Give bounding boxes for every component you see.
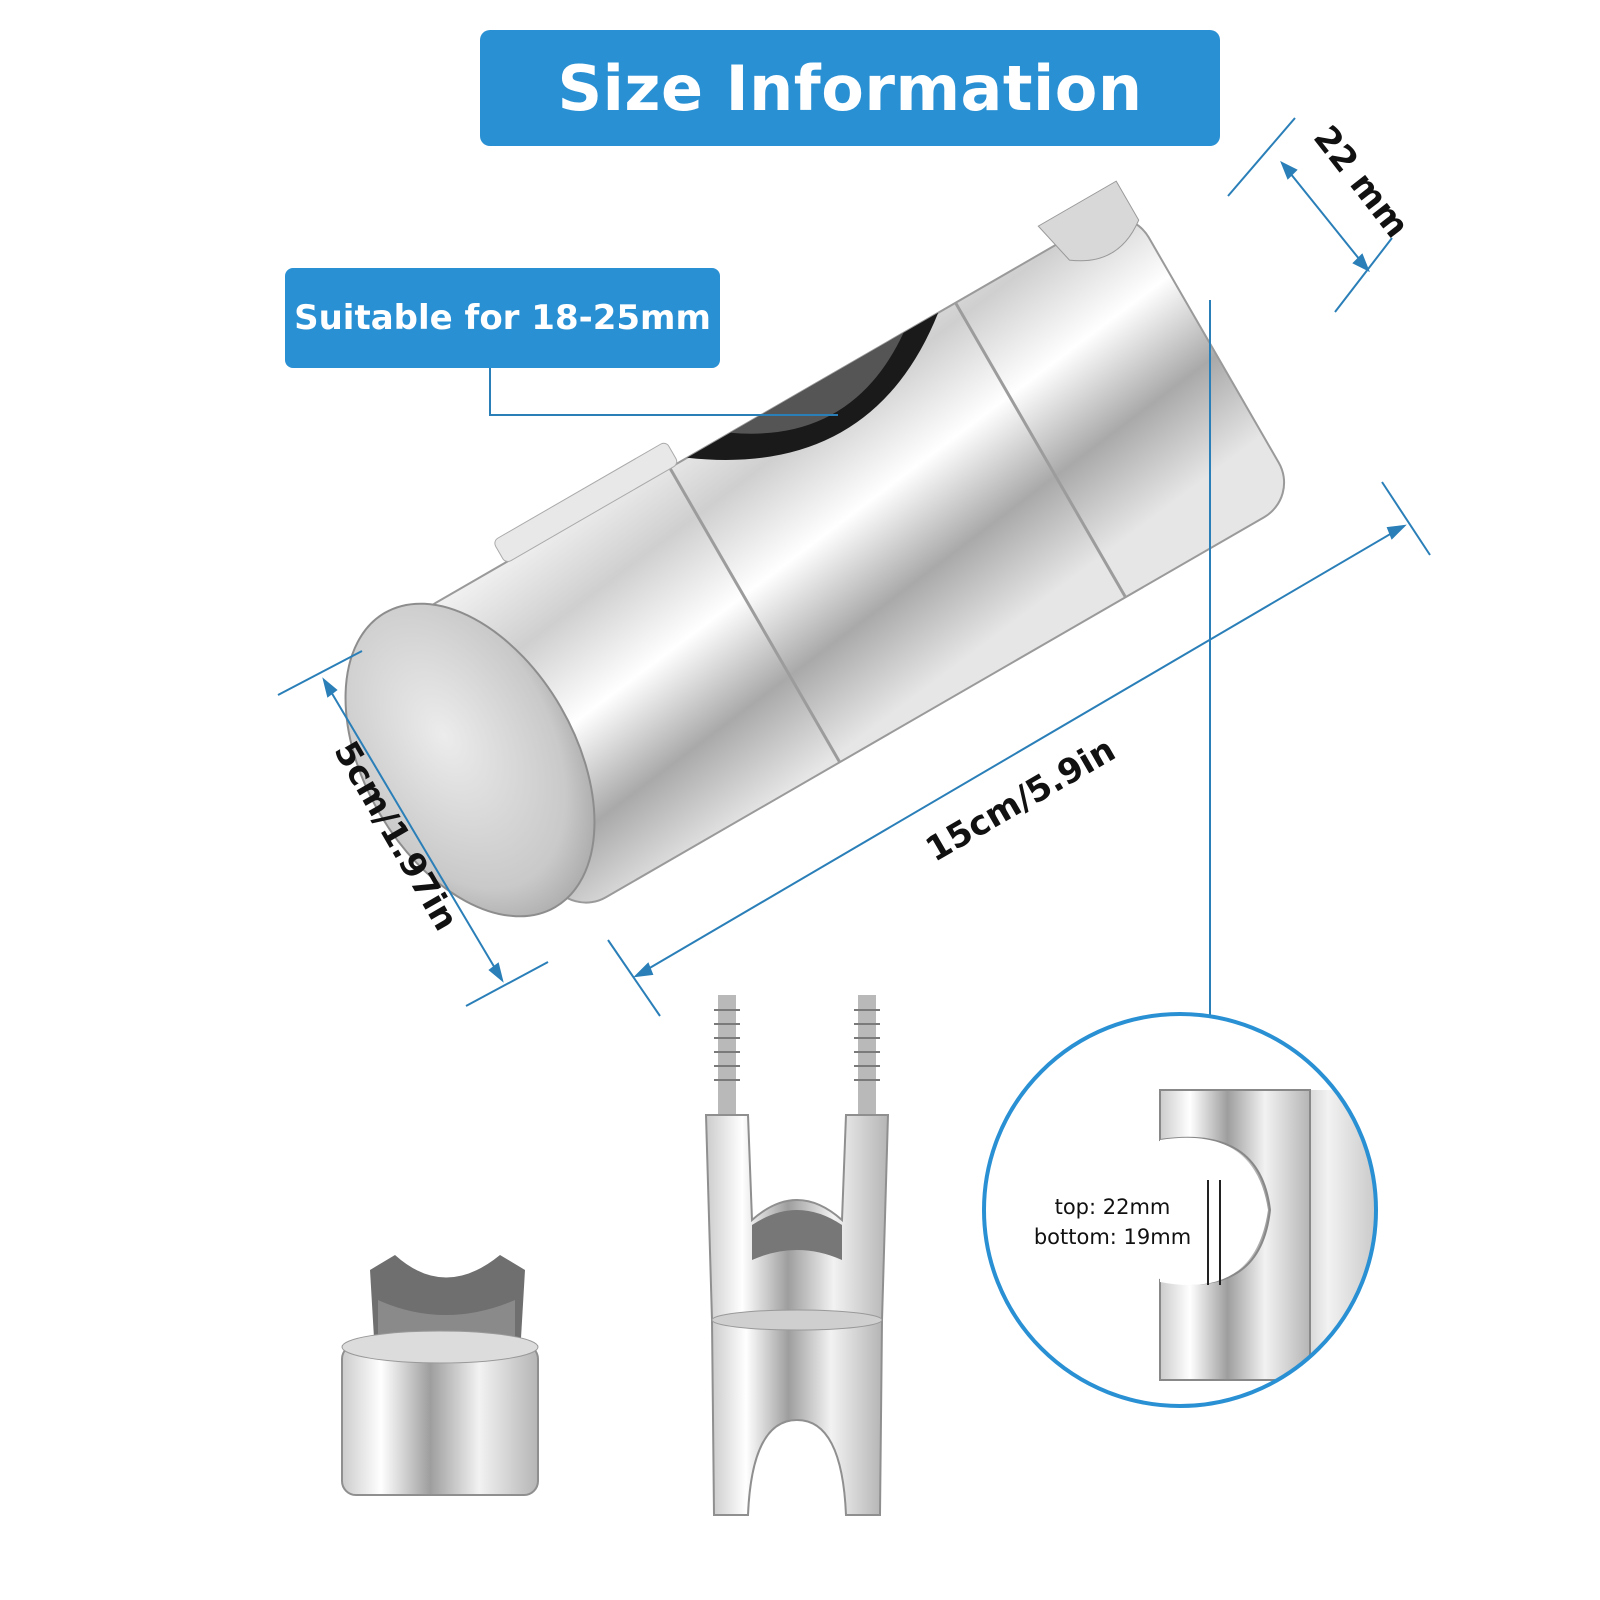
inset-top-label: top: 22mm <box>1054 1195 1171 1219</box>
insert-part <box>341 1255 539 1496</box>
inset-detail <box>982 1012 1378 1408</box>
callout-leader <box>489 368 838 416</box>
compatibility-callout: Suitable for 18-25mm <box>285 268 720 368</box>
inset-bottom-label: bottom: 19mm <box>1033 1225 1192 1249</box>
inset-measurements: top: 22mm bottom: 19mm <box>1025 1192 1200 1252</box>
holder-part <box>704 995 890 1516</box>
clamp-body <box>414 180 1286 904</box>
end-cap <box>344 602 596 918</box>
dim-length <box>607 481 1431 1017</box>
dim-top-width <box>1227 117 1393 313</box>
dim-diameter <box>277 650 549 1007</box>
title-banner: Size Information <box>480 30 1220 146</box>
